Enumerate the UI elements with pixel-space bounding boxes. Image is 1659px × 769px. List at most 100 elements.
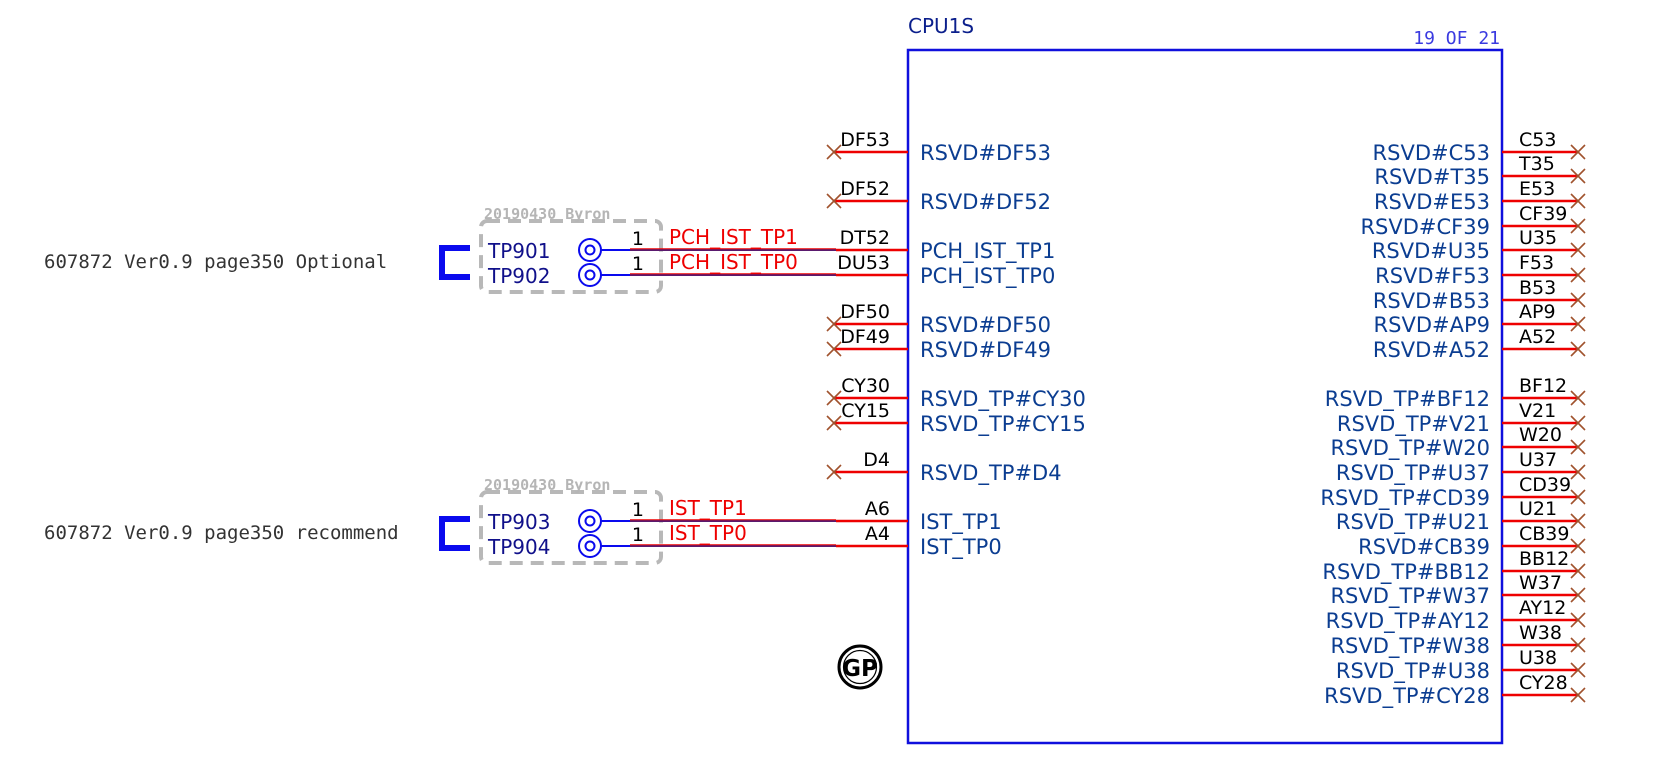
pin-name: RSVD_TP#U21 [1336,510,1490,535]
pin-name: IST_TP1 [920,510,1002,535]
pin-name: RSVD#B53 [1373,289,1490,313]
no-connect-mark [1570,218,1586,234]
no-connect-stroke [1570,144,1586,160]
no-connect-stroke [1570,242,1586,258]
no-connect-mark [1570,415,1586,431]
pin-number: F53 [1519,252,1554,274]
pin-number: D4 [863,449,890,471]
no-connect-stroke [826,341,842,357]
no-connect-mark [1570,687,1586,703]
pin-number: T35 [1518,153,1555,175]
pin-number: BB12 [1519,548,1569,570]
group-note: 607872 Ver0.9 page350 Optional [44,251,387,273]
dashed-group-box [479,219,663,294]
pin-number: DF53 [840,129,890,151]
pin-number: U35 [1519,227,1557,249]
no-connect-mark [1570,144,1586,160]
no-connect-mark [1570,538,1586,554]
revision-tag: 20190430 Byron [484,205,610,223]
test-point-hole-icon [584,244,596,256]
no-connect-mark [1570,587,1586,603]
pin-number: CB39 [1519,523,1569,545]
no-connect-mark [1570,341,1586,357]
test-point-ref: TP903 [487,510,550,534]
pin-name: RSVD_TP#BF12 [1325,387,1490,412]
pin-name: RSVD_TP#W20 [1330,436,1490,461]
bracket-symbol [439,516,470,551]
test-point-ref: TP904 [487,535,550,559]
test-point-hole-icon [584,515,596,527]
no-connect-mark [1570,489,1586,505]
no-connect-mark [826,415,842,431]
net-label: PCH_IST_TP0 [669,250,798,274]
no-connect-stroke [1570,415,1586,431]
dashed-group-box [479,490,663,565]
test-point-pad-icon [578,509,602,533]
pin-number: AP9 [1519,301,1556,323]
test-point-pin-number: 1 [632,228,644,250]
no-connect-stroke [1570,341,1586,357]
no-connect-stroke [1570,489,1586,505]
pin-name: RSVD#DF49 [920,338,1051,362]
no-connect-mark [1570,464,1586,480]
no-connect-stroke [1570,662,1586,678]
pin-number: V21 [1519,400,1556,422]
pin-name: RSVD#C53 [1373,141,1490,165]
pin-number: CF39 [1519,203,1567,225]
no-connect-stroke [826,464,842,480]
pin-name: RSVD#DF52 [920,190,1051,214]
no-connect-stroke [1570,563,1586,579]
bracket-symbol [439,245,470,280]
pin-name: RSVD_TP#W38 [1330,634,1490,659]
test-point-pin-number: 1 [632,253,644,275]
pin-name: RSVD_TP#AY12 [1326,609,1490,634]
gp-badge: GP [837,644,883,690]
test-point-hole-icon [584,269,596,281]
no-connect-stroke [826,144,842,160]
pin-name: RSVD#CF39 [1360,215,1490,239]
no-connect-mark [1570,168,1586,184]
pin-name: IST_TP0 [920,535,1002,560]
pin-number: DT52 [840,227,890,249]
no-connect-mark [826,144,842,160]
pin-number: CY30 [841,375,890,397]
no-connect-stroke [1570,587,1586,603]
test-point-pin-number: 1 [632,499,644,521]
test-point-hole-icon [584,540,596,552]
left-pin-column: DF53RSVD#DF53DF52RSVD#DF52DT52PCH_IST_TP… [826,129,1086,560]
pin-name: RSVD#DF50 [920,313,1051,337]
no-connect-stroke [1570,538,1586,554]
no-connect-stroke [826,193,842,209]
no-connect-mark [826,341,842,357]
pin-name: RSVD#U35 [1372,239,1490,263]
pin-name: RSVD#F53 [1375,264,1490,288]
pin-number: U38 [1519,647,1557,669]
pin-name: RSVD_TP#D4 [920,461,1062,486]
no-connect-stroke [826,316,842,332]
no-connect-stroke [1570,193,1586,209]
no-connect-mark [1570,612,1586,628]
pin-number: AY12 [1519,597,1566,619]
gp-badge-inner-ring [842,649,878,685]
no-connect-stroke [1570,513,1586,529]
no-connect-stroke [826,415,842,431]
test-point-pad-icon [578,534,602,558]
